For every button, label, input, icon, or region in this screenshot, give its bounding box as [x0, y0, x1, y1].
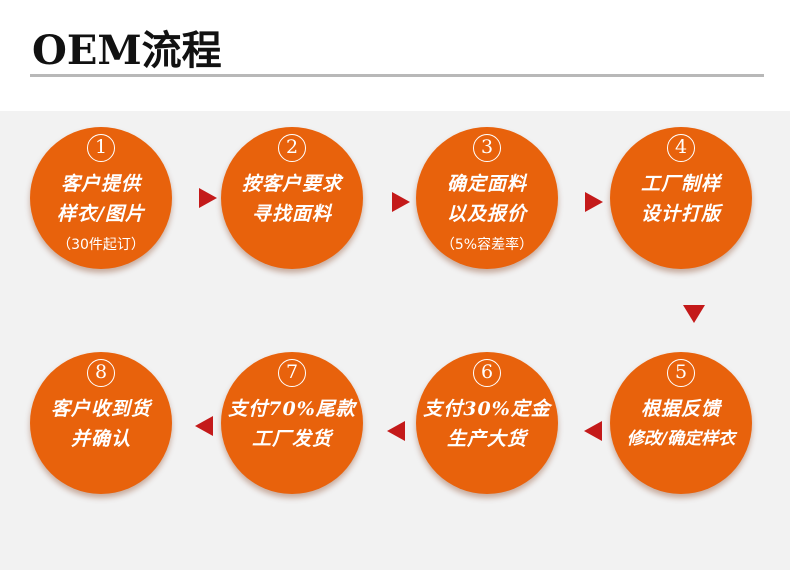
step-note: （30件起订）: [57, 237, 145, 253]
step-5: 5 根据反馈 修改/确定样衣: [610, 352, 752, 494]
step-line: 修改/确定样衣: [626, 429, 736, 449]
step-number: 8: [87, 359, 115, 387]
arrow-right-icon: [392, 192, 410, 212]
step-number: 1: [87, 134, 115, 162]
step-line: 并确认: [70, 428, 131, 450]
step-3: 3 确定面料 以及报价 （5%容差率）: [416, 127, 558, 269]
step-line: 确定面料: [446, 173, 527, 195]
step-number: 3: [473, 134, 501, 162]
page-title: OEM流程: [32, 27, 222, 74]
step-note: （5%容差率）: [440, 237, 534, 253]
step-line: 客户提供: [60, 173, 141, 195]
step-line: 支付30%定金: [423, 398, 551, 420]
step-line: 根据反馈: [640, 398, 721, 420]
step-line: 客户收到货: [50, 398, 151, 420]
step-line: 工厂制样: [640, 173, 721, 195]
arrow-down-icon: [683, 305, 705, 323]
step-line: 以及报价: [446, 203, 527, 225]
arrow-right-icon: [585, 192, 603, 212]
step-number: 4: [667, 134, 695, 162]
step-line: 生产大货: [446, 428, 527, 450]
arrow-right-icon: [199, 188, 217, 208]
step-7: 7 支付70%尾款 工厂发货: [221, 352, 363, 494]
step-line: 支付70%尾款: [228, 398, 356, 420]
step-line: 按客户要求: [241, 173, 342, 195]
arrow-left-icon: [387, 421, 405, 441]
arrow-left-icon: [584, 421, 602, 441]
step-number: 7: [278, 359, 306, 387]
title-divider: [30, 74, 764, 77]
step-line: 设计打版: [640, 203, 721, 225]
step-number: 5: [667, 359, 695, 387]
step-4: 4 工厂制样 设计打版: [610, 127, 752, 269]
step-number: 2: [278, 134, 306, 162]
arrow-left-icon: [195, 416, 213, 436]
step-6: 6 支付30%定金 生产大货: [416, 352, 558, 494]
step-line: 样衣/图片: [57, 203, 145, 225]
step-8: 8 客户收到货 并确认: [30, 352, 172, 494]
step-line: 寻找面料: [251, 203, 332, 225]
step-1: 1 客户提供 样衣/图片 （30件起订）: [30, 127, 172, 269]
step-2: 2 按客户要求 寻找面料: [221, 127, 363, 269]
step-line: 工厂发货: [251, 428, 332, 450]
step-number: 6: [473, 359, 501, 387]
